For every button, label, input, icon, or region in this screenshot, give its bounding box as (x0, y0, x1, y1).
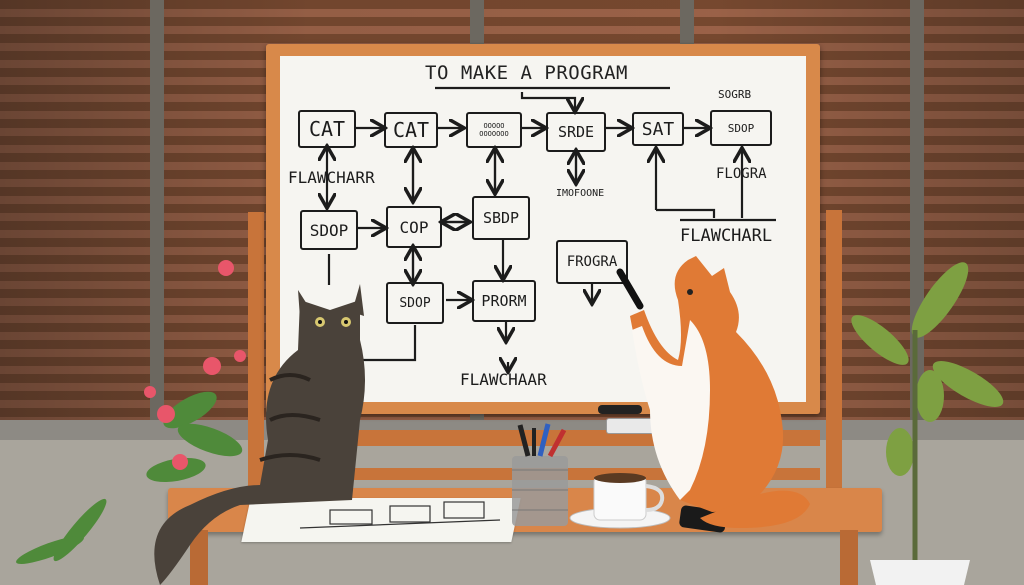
box-scribble: OOOOO OOOOOOO (466, 112, 522, 148)
box-cat-2: CAT (384, 112, 438, 148)
label-flawcharr: FLAWCHARR (288, 168, 375, 187)
marker-on-tray (598, 405, 642, 414)
easel-leg-left (248, 212, 264, 512)
box-sbdp: SBDP (472, 196, 530, 240)
desk-leg (190, 530, 208, 585)
box-prorm: PRORM (472, 280, 536, 322)
box-cop: COP (386, 206, 442, 248)
box-sat: SAT (632, 112, 684, 146)
box-cat-1: CAT (298, 110, 356, 148)
label-flawcharl: FLAWCHARL (680, 226, 773, 246)
label-flawchaar: FLAWCHAAR (460, 370, 547, 389)
label-sogrb: SOGRB (718, 88, 752, 101)
tabby-cat (154, 284, 365, 585)
box-sdop-low: SDOP (386, 282, 444, 324)
board-title: TO MAKE A PROGRAM (425, 62, 628, 84)
label-imofoone: IMOFOONE (556, 188, 605, 199)
wall-post (150, 0, 164, 440)
box-frogra: FROGRA (556, 240, 628, 284)
box-sdop-right: SDOP (710, 110, 772, 146)
box-srde: SRDE (546, 112, 606, 152)
desk-leg (840, 530, 858, 585)
easel-leg-right (826, 210, 842, 510)
orange-cat (616, 256, 810, 528)
label-flogra: FLOGRA (716, 166, 767, 182)
box-sdop-left: SDOP (300, 210, 358, 250)
